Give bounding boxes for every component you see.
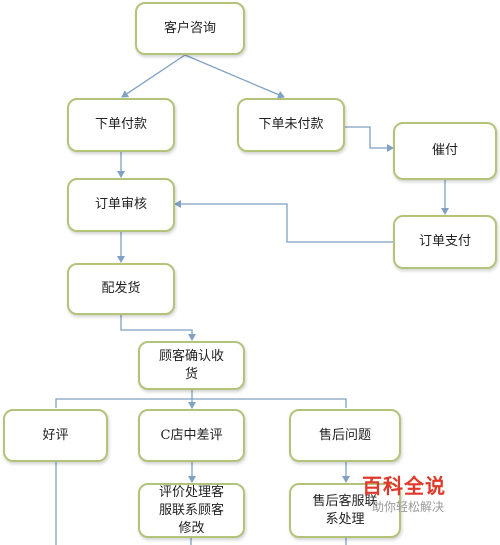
edge-consult-paid	[121, 54, 186, 98]
node-good-review: 好评	[3, 409, 108, 462]
node-urge-payment: 催付	[393, 122, 497, 180]
watermark: 百科全说 助你轻松解决	[362, 470, 492, 520]
node-order-unpaid: 下单未付款	[237, 98, 345, 152]
edge-unpaid-urge	[345, 126, 394, 152]
node-customer-consult: 客户咨询	[135, 2, 245, 55]
node-aftersale-handling: 售后客服联 系处理	[289, 483, 401, 538]
node-negative-review: C店中差评	[138, 409, 245, 462]
edge-confirm-branches	[55, 398, 347, 408]
watermark-logo: 百科全说	[362, 474, 446, 498]
node-ship: 配发货	[67, 263, 175, 315]
node-order-payment: 订单支付	[393, 215, 497, 269]
node-review-handling: 评价处理客 服联系顾客 修改	[138, 483, 245, 538]
edge-ship-confirm	[120, 315, 196, 341]
node-order-review: 订单审核	[67, 178, 175, 232]
edge-pay-review	[174, 200, 393, 243]
node-aftersale-issue: 售后问题	[289, 409, 401, 462]
edge-consult-unpaid	[184, 54, 285, 99]
node-order-paid: 下单付款	[67, 98, 175, 152]
watermark-subtitle: 助你轻松解决	[372, 500, 445, 514]
node-customer-confirm: 顾客确认收 货	[138, 341, 245, 390]
